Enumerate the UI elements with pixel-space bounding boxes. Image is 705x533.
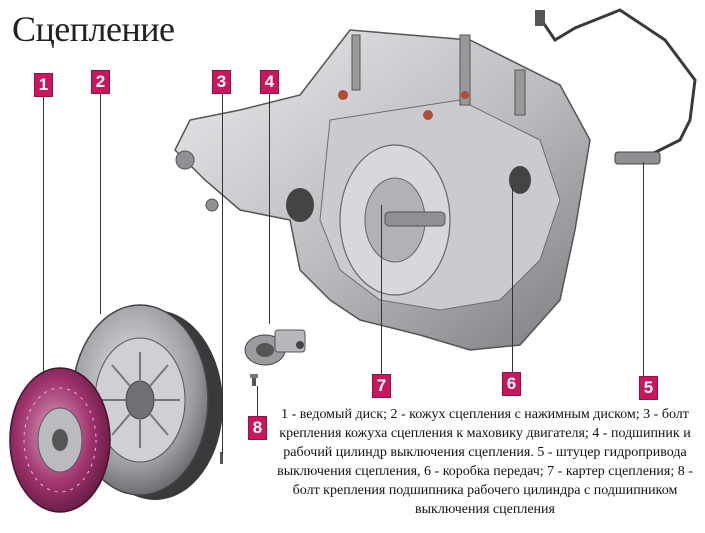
- driven-disc: [9, 367, 111, 513]
- leader-8: [257, 386, 258, 418]
- leader-2: [100, 92, 101, 314]
- gearbox: [174, 29, 591, 351]
- marker-4: 4: [260, 70, 279, 94]
- leader-4: [269, 92, 270, 324]
- marker-2: 2: [91, 70, 110, 94]
- leader-1: [43, 95, 44, 375]
- marker-5: 5: [639, 376, 658, 400]
- hydraulic-line: [535, 8, 697, 165]
- leader-3: [222, 92, 223, 454]
- legend-caption: 1 - ведомый диск; 2 - кожух сцепления с …: [277, 407, 693, 517]
- leader-5: [643, 162, 644, 378]
- leader-7: [381, 205, 382, 375]
- marker-3: 3: [212, 70, 231, 94]
- marker-7: 7: [372, 374, 391, 398]
- leader-6: [512, 185, 513, 373]
- bolt-small: [250, 374, 258, 386]
- marker-1: 1: [34, 73, 53, 97]
- marker-8: 8: [248, 416, 267, 440]
- bolt-cover: [220, 452, 223, 464]
- release-bearing: [244, 329, 306, 366]
- marker-6: 6: [502, 372, 521, 396]
- page-title: Сцепление: [12, 9, 175, 49]
